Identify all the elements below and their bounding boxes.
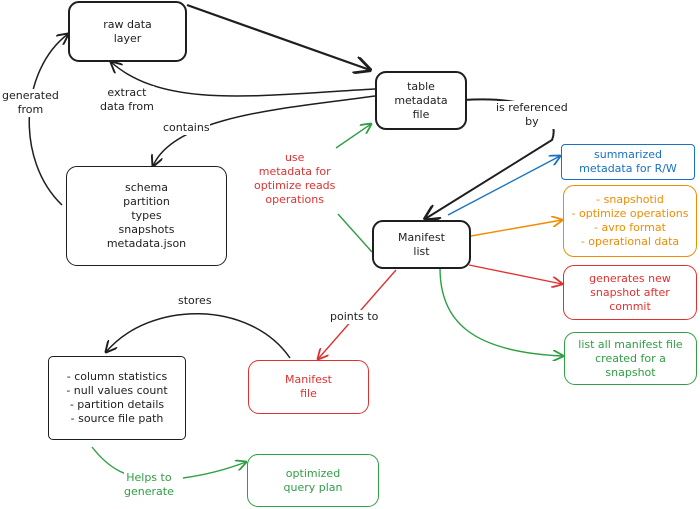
node-raw-data-layer[interactable]: raw data layer	[68, 1, 187, 62]
node-text: snapshot	[605, 365, 656, 379]
label-text: extract	[107, 86, 147, 99]
node-manifest-file[interactable]: Manifest file	[248, 360, 369, 414]
node-column-statistics[interactable]: - column statistics - null values count …	[48, 356, 186, 440]
node-text: - operational data	[580, 235, 680, 248]
node-text: metadata for R/W	[579, 162, 677, 175]
node-text: - avro format	[594, 221, 666, 234]
label-text: optimize reads	[254, 179, 336, 192]
label-text: points to	[330, 310, 379, 323]
node-text: - partition details	[69, 398, 165, 411]
node-text: partition	[123, 195, 170, 208]
node-text: layer	[113, 31, 142, 45]
node-text: - source file path	[70, 412, 164, 425]
node-text: summarized	[594, 148, 662, 161]
node-text: query plan	[283, 480, 343, 494]
edge-use-metadata-arrow	[335, 124, 371, 149]
label-text: Helps to	[126, 471, 172, 484]
node-table-metadata-file[interactable]: table metadata file	[375, 71, 467, 130]
label-text: from	[17, 103, 44, 116]
node-text: snapshot after	[590, 285, 670, 299]
node-generates-snapshot[interactable]: generates new snapshot after commit	[563, 265, 697, 320]
label-text: generate	[124, 485, 174, 498]
node-manifest-list-details[interactable]: - snapshotid - optimize operations - avr…	[563, 185, 697, 257]
edge-blue	[447, 156, 560, 216]
edge-green-list	[439, 267, 563, 356]
node-text: metadata.json	[106, 237, 187, 250]
label-generated-from: generated from	[2, 89, 59, 117]
label-text: generated	[2, 89, 59, 102]
node-text: optimized	[285, 466, 341, 480]
node-summarized-metadata[interactable]: summarized metadata for R/W	[561, 144, 695, 180]
edge-orange	[470, 220, 562, 237]
label-text: operations	[265, 193, 324, 206]
node-text: snapshots	[118, 223, 175, 236]
node-text: types	[131, 209, 162, 222]
node-optimized-query-plan[interactable]: optimized query plan	[247, 454, 379, 507]
node-text: raw data	[103, 17, 152, 31]
node-text: list all manifest file	[578, 337, 683, 351]
edge-generated-from	[28, 34, 68, 206]
node-text: - null values count	[66, 384, 168, 397]
node-text: schema	[125, 181, 168, 194]
node-list-manifest-files[interactable]: list all manifest file created for a sna…	[564, 332, 697, 385]
node-text: metadata	[394, 93, 448, 107]
label-text: contains	[163, 121, 210, 134]
label-text: metadata for	[258, 165, 331, 178]
node-text: - column statistics	[66, 370, 168, 383]
label-text: use	[284, 151, 305, 164]
node-text: table	[407, 79, 435, 93]
node-text: - snapshotid	[596, 193, 664, 206]
node-schema[interactable]: schema partition types snapshots metadat…	[66, 166, 227, 266]
node-text: file	[412, 107, 430, 121]
edge-use-metadata	[337, 213, 373, 253]
label-stores: stores	[178, 294, 212, 308]
label-text: by	[525, 115, 539, 128]
node-text: Manifest	[285, 373, 332, 386]
node-text: commit	[609, 299, 651, 313]
edge-raw-to-table	[186, 3, 370, 70]
node-text: created for a	[595, 351, 666, 365]
edge-extract-data-from	[111, 62, 376, 97]
label-text: data from	[100, 100, 154, 113]
label-use-metadata: use metadata for optimize reads operatio…	[254, 151, 336, 207]
label-points-to: points to	[330, 310, 379, 324]
node-text: list	[413, 244, 430, 258]
label-extract-data-from: extract data from	[100, 86, 154, 114]
edge-helps-generate-arrow	[182, 462, 246, 479]
node-text: generates new	[589, 271, 671, 285]
label-contains: contains	[163, 121, 210, 135]
node-text: file	[300, 387, 317, 400]
node-manifest-list[interactable]: Manifest list	[372, 220, 471, 269]
label-is-referenced-by: is referenced by	[496, 101, 568, 129]
node-text: - optimize operations	[571, 207, 689, 220]
label-text: stores	[178, 294, 212, 307]
label-helps-to-generate: Helps to generate	[124, 471, 174, 499]
edge-stores	[106, 313, 291, 359]
label-text: is referenced	[496, 101, 568, 114]
node-text: Manifest	[398, 230, 445, 244]
edge-red-snapshot	[468, 264, 562, 284]
edge-contains	[153, 95, 376, 166]
